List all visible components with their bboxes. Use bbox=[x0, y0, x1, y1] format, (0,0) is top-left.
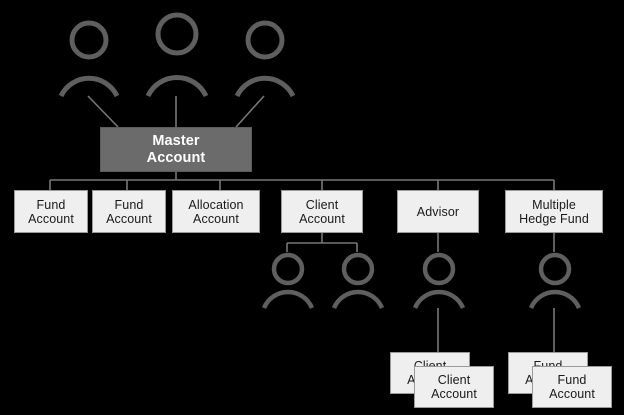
node-master-account-line2: Account bbox=[146, 149, 206, 166]
node-client-account-line1: Client bbox=[305, 197, 339, 212]
person-top-right-icon bbox=[234, 20, 296, 98]
node-multiple-hedge-fund-line2: Hedge Fund bbox=[519, 211, 589, 226]
node-multiple-hedge-fund[interactable]: Multiple Hedge Fund bbox=[505, 190, 603, 233]
node-fund-account-2-line1: Fund bbox=[114, 197, 144, 212]
node-client-account-front-line1: Client bbox=[437, 373, 471, 387]
node-fund-account-2[interactable]: Fund Account bbox=[92, 190, 166, 233]
node-allocation-account[interactable]: Allocation Account bbox=[172, 190, 260, 233]
person-top-left-icon bbox=[58, 20, 120, 98]
node-advisor-label: Advisor bbox=[416, 204, 460, 219]
node-client-account[interactable]: Client Account bbox=[281, 190, 363, 233]
node-fund-account-1-line1: Fund bbox=[36, 197, 66, 212]
person-top-center-icon bbox=[145, 12, 209, 98]
node-client-account-line2: Account bbox=[299, 211, 345, 226]
node-advisor[interactable]: Advisor bbox=[397, 190, 479, 233]
node-fund-account-front[interactable]: Fund Account bbox=[532, 366, 612, 408]
node-master-account[interactable]: Master Account bbox=[100, 127, 252, 172]
node-fund-account-2-line2: Account bbox=[106, 211, 152, 226]
node-master-account-line1: Master bbox=[152, 132, 200, 149]
node-multiple-hedge-fund-line1: Multiple bbox=[532, 197, 576, 212]
person-client-left-icon bbox=[261, 252, 315, 309]
person-hedge-icon bbox=[528, 252, 582, 309]
node-client-account-front-line2: Account bbox=[431, 387, 477, 401]
node-fund-account-front-line1: Fund bbox=[557, 373, 587, 387]
node-allocation-account-line2: Account bbox=[193, 211, 239, 226]
node-allocation-account-line1: Allocation bbox=[188, 197, 244, 212]
person-client-right-icon bbox=[331, 252, 385, 309]
node-fund-account-1-line2: Account bbox=[28, 211, 74, 226]
node-fund-account-front-line2: Account bbox=[549, 387, 595, 401]
person-advisor-icon bbox=[412, 252, 466, 309]
node-client-account-front[interactable]: Client Account bbox=[414, 366, 494, 408]
node-fund-account-1[interactable]: Fund Account bbox=[14, 190, 88, 233]
